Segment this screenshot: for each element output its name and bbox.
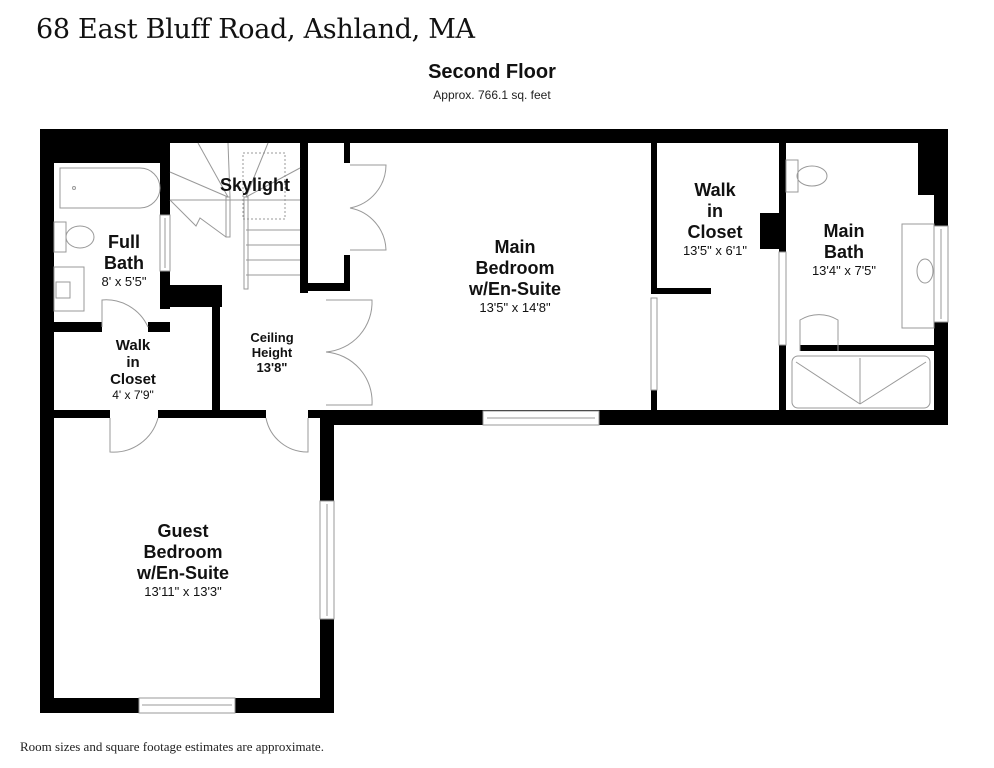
room-main-bath: Main Bath 13'4" x 7'5" bbox=[792, 221, 896, 277]
room-dimensions: 13'4" x 7'5" bbox=[811, 263, 877, 278]
room-name: Skylight bbox=[219, 175, 290, 195]
room-dimensions: 13'5" x 14'8" bbox=[479, 300, 551, 315]
room-ceiling-height: Ceiling Height 13'8" bbox=[228, 330, 316, 374]
floor-area: Approx. 766.1 sq. feet bbox=[433, 88, 551, 102]
property-address: 68 East Bluff Road, Ashland, MA bbox=[36, 14, 475, 45]
room-dimensions: 8' x 5'5" bbox=[101, 274, 147, 289]
windows bbox=[138, 214, 949, 714]
room-name: Main Bedroom w/En-Suite bbox=[468, 237, 561, 299]
disclaimer: Room sizes and square footage estimates … bbox=[20, 739, 324, 754]
room-dimensions: 13'5" x 6'1" bbox=[682, 243, 748, 258]
room-dimensions: 4' x 7'9" bbox=[112, 388, 154, 402]
walls bbox=[40, 129, 948, 713]
room-name: Guest Bedroom w/En-Suite bbox=[136, 521, 229, 583]
room-guest-bedroom: Guest Bedroom w/En-Suite 13'11" x 13'3" bbox=[108, 521, 258, 598]
room-walk-in-closet-main: Walk in Closet 13'5" x 6'1" bbox=[665, 180, 765, 257]
room-name: Walk in Closet bbox=[110, 337, 156, 388]
floor-title: Second Floor bbox=[428, 61, 556, 83]
room-name: Full Bath bbox=[104, 232, 144, 273]
room-name: Main Bath bbox=[823, 221, 865, 262]
room-full-bath: Full Bath 8' x 5'5" bbox=[84, 232, 164, 288]
room-height: 13'8" bbox=[256, 360, 288, 375]
doors bbox=[101, 164, 839, 453]
room-name: Walk in Closet bbox=[687, 180, 743, 242]
room-skylight: Skylight bbox=[205, 175, 305, 196]
room-walk-in-closet-small: Walk in Closet 4' x 7'9" bbox=[88, 337, 178, 401]
fixtures bbox=[53, 142, 935, 409]
room-name: Ceiling Height bbox=[250, 330, 294, 360]
room-dimensions: 13'11" x 13'3" bbox=[144, 584, 222, 599]
room-main-bedroom: Main Bedroom w/En-Suite 13'5" x 14'8" bbox=[430, 237, 600, 314]
